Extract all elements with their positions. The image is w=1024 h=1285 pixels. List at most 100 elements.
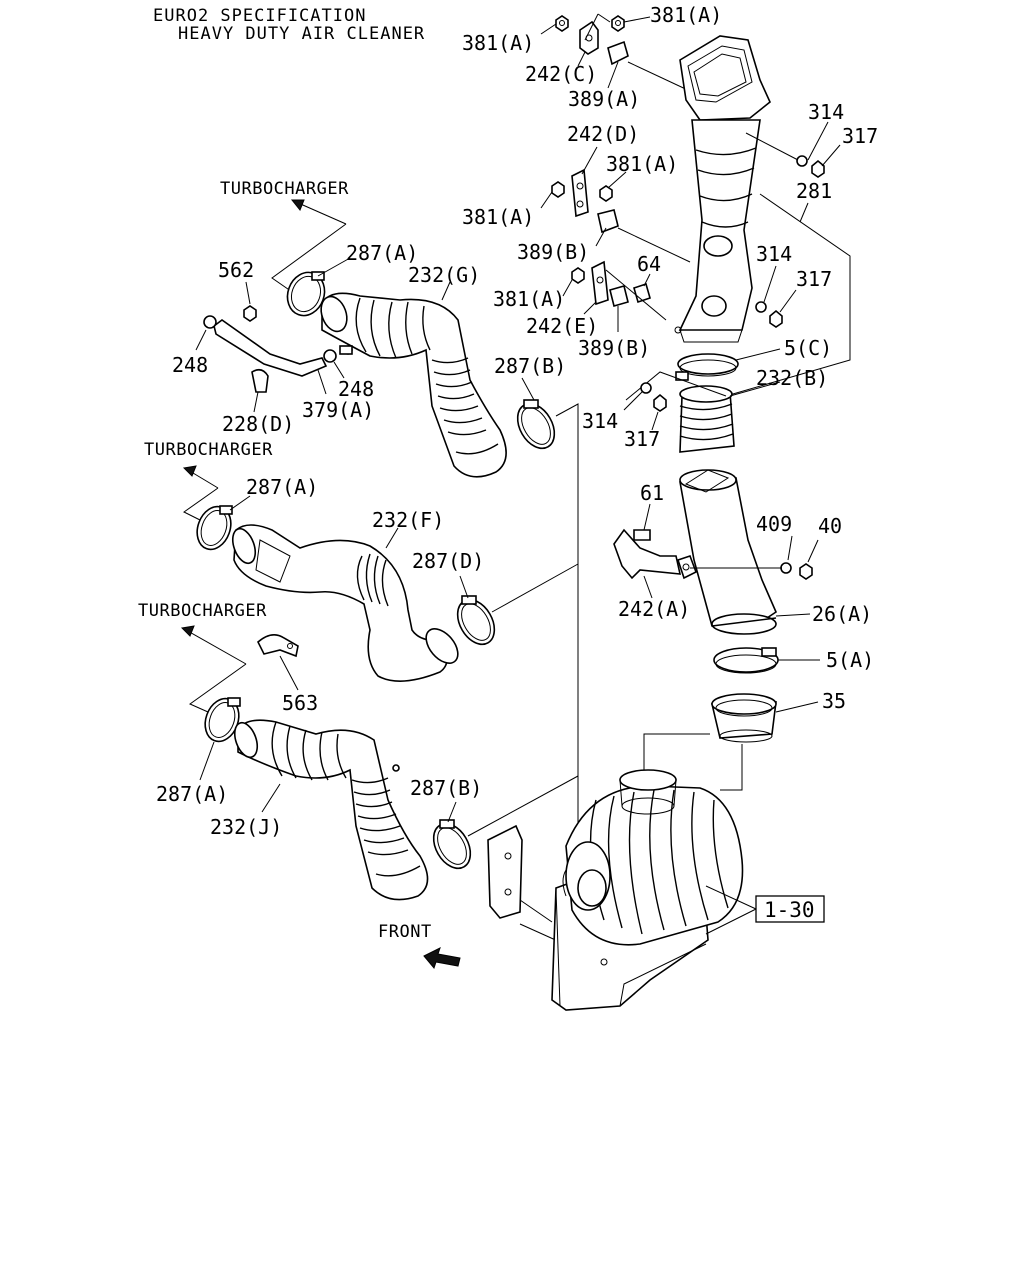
- callout-317-2: 317: [796, 267, 832, 291]
- callout-563: 563: [282, 691, 318, 715]
- turbocharger-label-2: TURBOCHARGER: [144, 440, 273, 460]
- callout-381a-1: 381(A): [650, 3, 722, 27]
- reference-box-label: 1-30: [764, 898, 815, 922]
- callout-5a: 5(A): [826, 648, 874, 672]
- callout-314-3: 314: [582, 409, 618, 433]
- title-line-2: HEAVY DUTY AIR CLEANER: [178, 24, 425, 44]
- bracket-242c: [579, 20, 599, 55]
- nut-381a-top-left: [555, 15, 569, 32]
- hose-232j: [233, 719, 429, 901]
- clamp-287b-2: [432, 819, 472, 870]
- callout-232b: 232(B): [756, 366, 828, 390]
- callout-40: 40: [818, 514, 842, 538]
- callout-232f: 232(F): [372, 508, 444, 532]
- clamp-287d: [456, 595, 496, 646]
- callout-562: 562: [218, 258, 254, 282]
- nut-40: [799, 563, 813, 580]
- callout-389b-2: 389(B): [578, 336, 650, 360]
- title-line-1: EURO2 SPECIFICATION: [153, 6, 366, 26]
- clip-248-right: [323, 349, 337, 363]
- nut-381a-lower: [571, 267, 585, 284]
- callout-287a-3: 287(A): [156, 782, 228, 806]
- bolt-64: [633, 282, 651, 304]
- clamp-287b-1: [516, 399, 556, 450]
- callout-228d: 228(D): [222, 412, 294, 436]
- hose-232f: [231, 524, 459, 682]
- callout-242d: 242(D): [567, 122, 639, 146]
- callout-5c: 5(C): [784, 336, 832, 360]
- turbocharger-label-1: TURBOCHARGER: [220, 179, 349, 199]
- callout-317-1: 317: [842, 124, 878, 148]
- bracket-242a: [613, 528, 698, 580]
- callout-381a-5: 381(A): [493, 287, 565, 311]
- lower-bracket-group: [562, 260, 667, 332]
- callout-381a-4: 381(A): [462, 205, 534, 229]
- snorkel-head: [679, 35, 771, 121]
- bracket-242d: [571, 168, 589, 218]
- washer-314-3: [640, 382, 652, 394]
- front-arrow-icon: [423, 947, 461, 970]
- callout-314-2: 314: [756, 242, 792, 266]
- callout-281: 281: [796, 179, 832, 203]
- callout-232j: 232(J): [210, 815, 282, 839]
- hose-232b: [679, 385, 735, 453]
- adapter-35: [710, 693, 777, 743]
- callout-381a-3: 381(A): [606, 152, 678, 176]
- callout-287b-1: 287(B): [494, 354, 566, 378]
- mid-bracket-group: [540, 146, 691, 263]
- clip-228d: [251, 368, 269, 393]
- air-cleaner-outlet: [577, 869, 607, 907]
- air-cleaner-assembly: [487, 769, 744, 1011]
- mount-389b-2: [609, 285, 629, 307]
- callout-287d: 287(D): [412, 549, 484, 573]
- washer-314-2: [755, 301, 767, 313]
- callout-389a: 389(A): [568, 87, 640, 111]
- nut-381a-mid-left: [551, 181, 565, 198]
- callout-287a-1: 287(A): [346, 241, 418, 265]
- callout-232g: 232(G): [408, 263, 480, 287]
- nut-381a-mid-right: [599, 185, 613, 202]
- callout-248-2: 248: [338, 377, 374, 401]
- callout-287b-2: 287(B): [410, 776, 482, 800]
- callout-381a-2: 381(A): [462, 31, 534, 55]
- clamp-5a: [713, 647, 779, 674]
- bracket-563: [257, 634, 299, 658]
- callout-248-1: 248: [172, 353, 208, 377]
- callout-409: 409: [756, 512, 792, 536]
- clamp-5c: [675, 353, 739, 381]
- callout-242a: 242(A): [618, 597, 690, 621]
- front-label: FRONT: [378, 922, 432, 942]
- callout-64: 64: [637, 252, 661, 276]
- callout-379a: 379(A): [302, 398, 374, 422]
- clamp-287a-2: [196, 505, 233, 551]
- bolt-61: [633, 529, 651, 541]
- mounting-bracket-left: [487, 824, 523, 919]
- turbocharger-label-3: TURBOCHARGER: [138, 601, 267, 621]
- nut-317-3: [653, 393, 667, 412]
- nut-317-2: [769, 309, 783, 328]
- callout-242e: 242(E): [526, 314, 598, 338]
- washer-409: [780, 562, 792, 574]
- pipe-379a: [203, 315, 353, 393]
- intake-snorkel: [674, 35, 771, 343]
- top-bracket-group: [540, 13, 693, 93]
- callout-287a-2: 287(A): [246, 475, 318, 499]
- clip-248-left: [203, 315, 217, 329]
- nut-562: [243, 305, 257, 322]
- elbow-26a: [679, 469, 778, 635]
- washer-314-1: [796, 155, 808, 167]
- callout-389b-1: 389(B): [517, 240, 589, 264]
- callout-317-3: 317: [624, 427, 660, 451]
- mount-389b-1: [597, 209, 619, 234]
- mount-389a: [607, 40, 629, 66]
- callout-242c: 242(C): [525, 62, 597, 86]
- callout-26a: 26(A): [812, 602, 872, 626]
- nut-317-1: [811, 159, 825, 178]
- callout-61: 61: [640, 481, 664, 505]
- callout-35: 35: [822, 689, 846, 713]
- air-cleaner-inlet: [619, 769, 677, 791]
- nut-381a-top-right: [611, 15, 625, 32]
- callout-314-1: 314: [808, 100, 844, 124]
